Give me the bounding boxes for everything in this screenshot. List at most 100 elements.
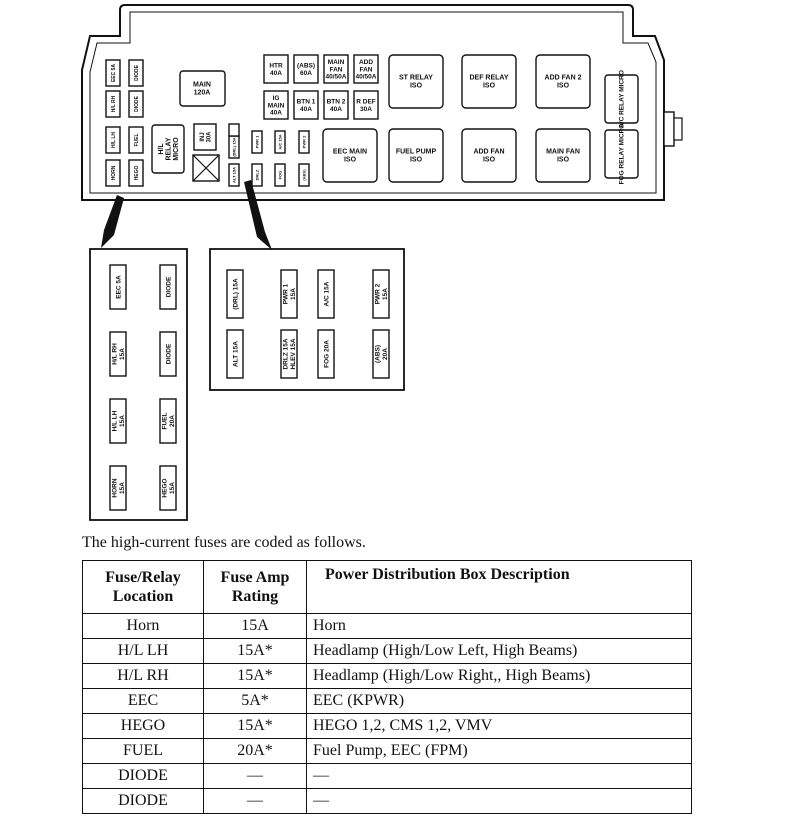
mini-fuse: [128, 90, 144, 118]
detail-fuse: [159, 264, 177, 310]
label-line: HORN: [112, 478, 119, 497]
detail-fuse-label: H/L RH15A: [112, 343, 126, 365]
detail-fuse-label: (DRL) 15A: [232, 278, 239, 310]
small-fuse: [263, 90, 289, 120]
connector-tab: [663, 111, 675, 147]
mini-fuse-label: HEGO: [134, 166, 140, 181]
connector-tab-tip: [673, 117, 683, 141]
micro-relay: [604, 74, 639, 124]
label-line: ISO: [557, 82, 570, 89]
label-line: PWR 2: [301, 135, 306, 148]
tiny-fuse: [228, 163, 240, 187]
tiny-fuse-label: PWR 1: [254, 135, 259, 148]
detail-fuse-label: HEGO15A: [162, 478, 176, 497]
small-fuse: [293, 90, 319, 120]
callout-arrow-right: [244, 180, 272, 250]
mini-fuse-label: DIODE: [134, 95, 140, 112]
detail-fuse: [109, 331, 127, 377]
detail-fuse-label: DIODE: [165, 343, 172, 364]
label-line: HEGO: [162, 478, 169, 497]
small-fuse: [293, 54, 319, 84]
detail-fuse-label: ALT 15A: [232, 341, 239, 367]
label-line: ISO: [483, 82, 496, 89]
label-line: 40A: [300, 106, 312, 113]
cell-location: HEGO: [82, 713, 204, 739]
mini-fuse: [105, 90, 121, 118]
label-line: ADD FAN: [473, 149, 504, 156]
detail-fuse-label: H/L LH15A: [112, 410, 126, 431]
label-line: H/L LH: [112, 410, 119, 431]
table-row: DIODE——: [82, 763, 692, 789]
label-line: DRLZ 15A: [283, 338, 290, 369]
cell-amp-rating: 5A*: [203, 688, 307, 714]
relay-iso: [461, 54, 517, 109]
label-line: FOG 20A: [323, 340, 330, 368]
label-line: FOG: [277, 171, 282, 180]
cell-amp-rating: 15A: [203, 613, 307, 639]
relay-iso: [535, 54, 591, 109]
tiny-fuse-label: (DRL) 15A: [231, 137, 236, 156]
fuse-box-inner-outline: [89, 11, 657, 194]
label-line: RELAY: [165, 137, 172, 160]
inj-fuse-label: INJ30A: [200, 131, 213, 143]
label-line: 15A: [382, 288, 389, 300]
detail-fuse: [317, 329, 335, 379]
relay-iso: [535, 128, 591, 183]
label-line: 60A: [300, 70, 312, 77]
label-line: 40A: [270, 70, 282, 77]
detail-fuse: [226, 269, 244, 319]
fuse-code-table: Fuse/Relay Location Fuse Amp Rating Powe…: [82, 560, 692, 814]
detail-fuse: [109, 465, 127, 511]
mini-fuse-label: DIODE: [134, 64, 140, 81]
tiny-fuse-label: PWR 2: [301, 135, 306, 148]
tiny-fuse-label: ALT 15A: [231, 167, 236, 183]
cell-location: Horn: [82, 613, 204, 639]
table-caption: The high-current fuses are coded as foll…: [82, 534, 366, 551]
label-line: MICRO: [173, 137, 180, 161]
detail-fuse-label: DRLZ 15AHLEV 15A: [283, 338, 297, 369]
detail-fuse: [317, 269, 335, 319]
label-line: IG: [273, 95, 280, 102]
label-line: EEC MAIN: [333, 149, 367, 156]
label-line: MAIN: [328, 59, 345, 66]
cell-description: Headlamp (High/Low Left, High Beams): [306, 638, 692, 664]
cell-description: Headlamp (High/Low Right,, High Beams): [306, 663, 692, 689]
label-line: ADD FAN 2: [545, 75, 582, 82]
mini-fuse-label: FUEL: [134, 133, 140, 146]
detail-fuse-label: A/C 15A: [323, 281, 330, 306]
label-line: R DEF: [356, 99, 376, 106]
label-line: (ABS): [301, 169, 306, 181]
label-line: HORN: [111, 165, 117, 180]
micro-relay-label: FOG RELAY MICRO: [618, 124, 625, 185]
detail-fuse-label: PWR 115A: [283, 283, 297, 304]
label-line: FAN: [360, 66, 373, 73]
label-line: MAIN: [268, 102, 285, 109]
cell-location: EEC: [82, 688, 204, 714]
label-line: 30A: [206, 131, 212, 143]
diode-x-line: [192, 154, 220, 182]
cell-location: H/L RH: [82, 663, 204, 689]
cell-location: DIODE: [82, 788, 204, 814]
label-line: ISO: [410, 156, 423, 163]
label-line: EEC 5A: [115, 275, 122, 299]
label-line: FUEL: [134, 133, 140, 146]
detail-fuse-label: HORN15A: [112, 478, 126, 497]
cell-location: DIODE: [82, 763, 204, 789]
label-line: A/C 15A: [277, 134, 282, 149]
tiny-fuse-label: (ABS): [301, 169, 306, 181]
label-line: DIODE: [134, 64, 140, 81]
relay-iso: [461, 128, 517, 183]
cell-amp-rating: 20A*: [203, 738, 307, 764]
table-header-row: Fuse/Relay Location Fuse Amp Rating Powe…: [82, 560, 692, 614]
